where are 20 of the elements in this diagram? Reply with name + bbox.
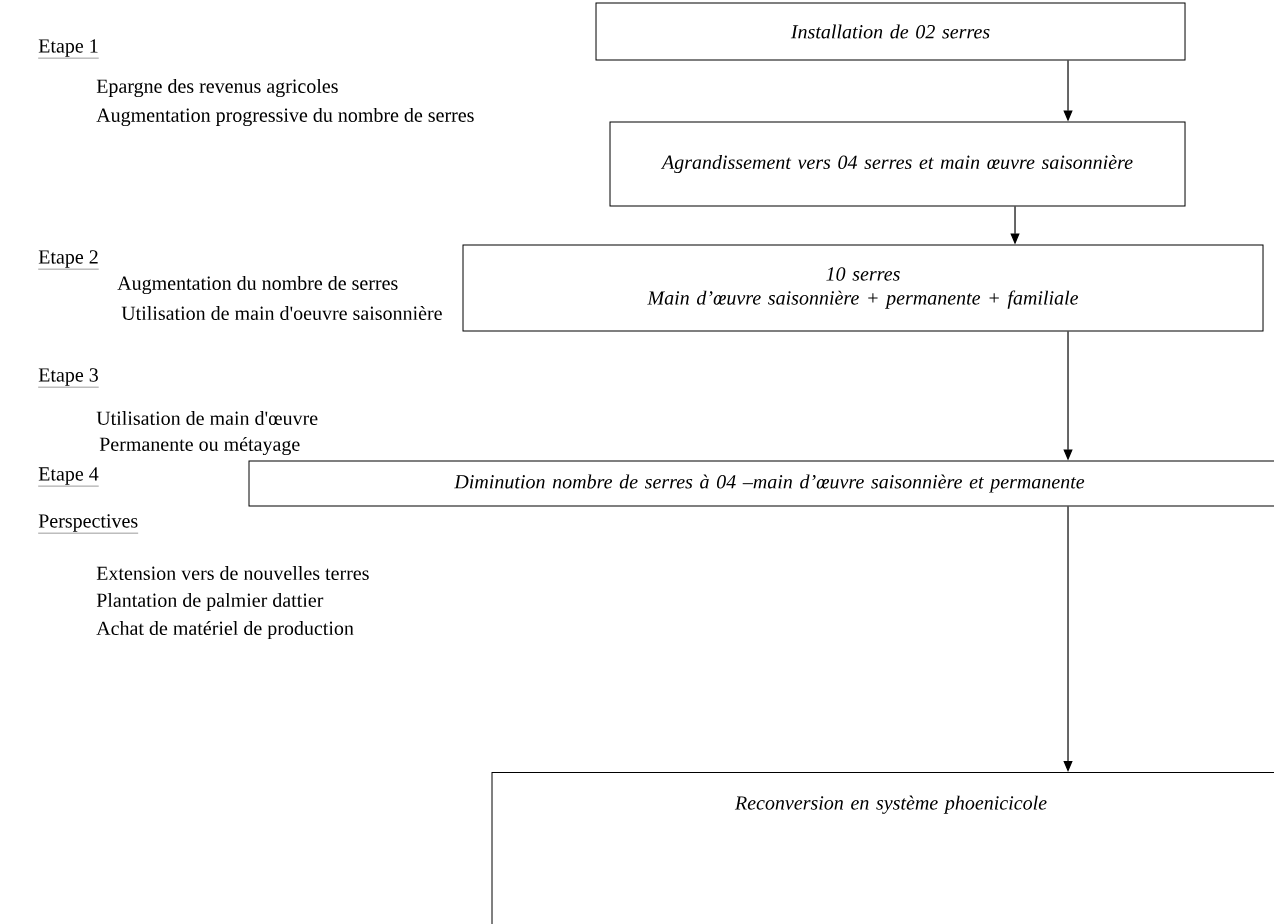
text-line: Augmentation progressive du nombre de serres	[96, 107, 474, 127]
heading: Etape 4	[38, 467, 99, 487]
text-line: Extension vers de nouvelles terres	[96, 565, 369, 581]
process-box: 10 serres Main d’œuvre saisonnière + permanente + familiale	[462, 244, 1264, 332]
process-box: Agrandissement vers 04 serres et main œuvre saisonnière	[609, 121, 1186, 207]
text-line: Epargne des revenus agricoles	[96, 78, 338, 98]
heading: Etape 3	[38, 368, 99, 388]
text-line: Utilisation de main d'œuvre	[96, 410, 318, 426]
text-line: Utilisation de main d'oeuvre saisonnière	[121, 305, 442, 321]
text-line: Augmentation du nombre de serres	[117, 275, 398, 295]
text-line: Plantation de palmier dattier	[96, 592, 324, 612]
heading: Etape 2	[38, 250, 99, 270]
text-line: Permanente ou métayage	[99, 436, 300, 456]
text-line: Achat de matériel de production	[96, 620, 354, 640]
arrow	[1063, 505, 1073, 772]
process-box: Installation de 02 serres	[595, 2, 1186, 61]
process-box: Reconversion en système phoenicicole	[491, 772, 1274, 924]
heading: Perspectives	[38, 514, 139, 534]
heading: Etape 1	[38, 39, 99, 59]
process-box: Diminution nombre de serres à 04 –main d’œuvre saisonnière et permanente	[248, 460, 1274, 507]
